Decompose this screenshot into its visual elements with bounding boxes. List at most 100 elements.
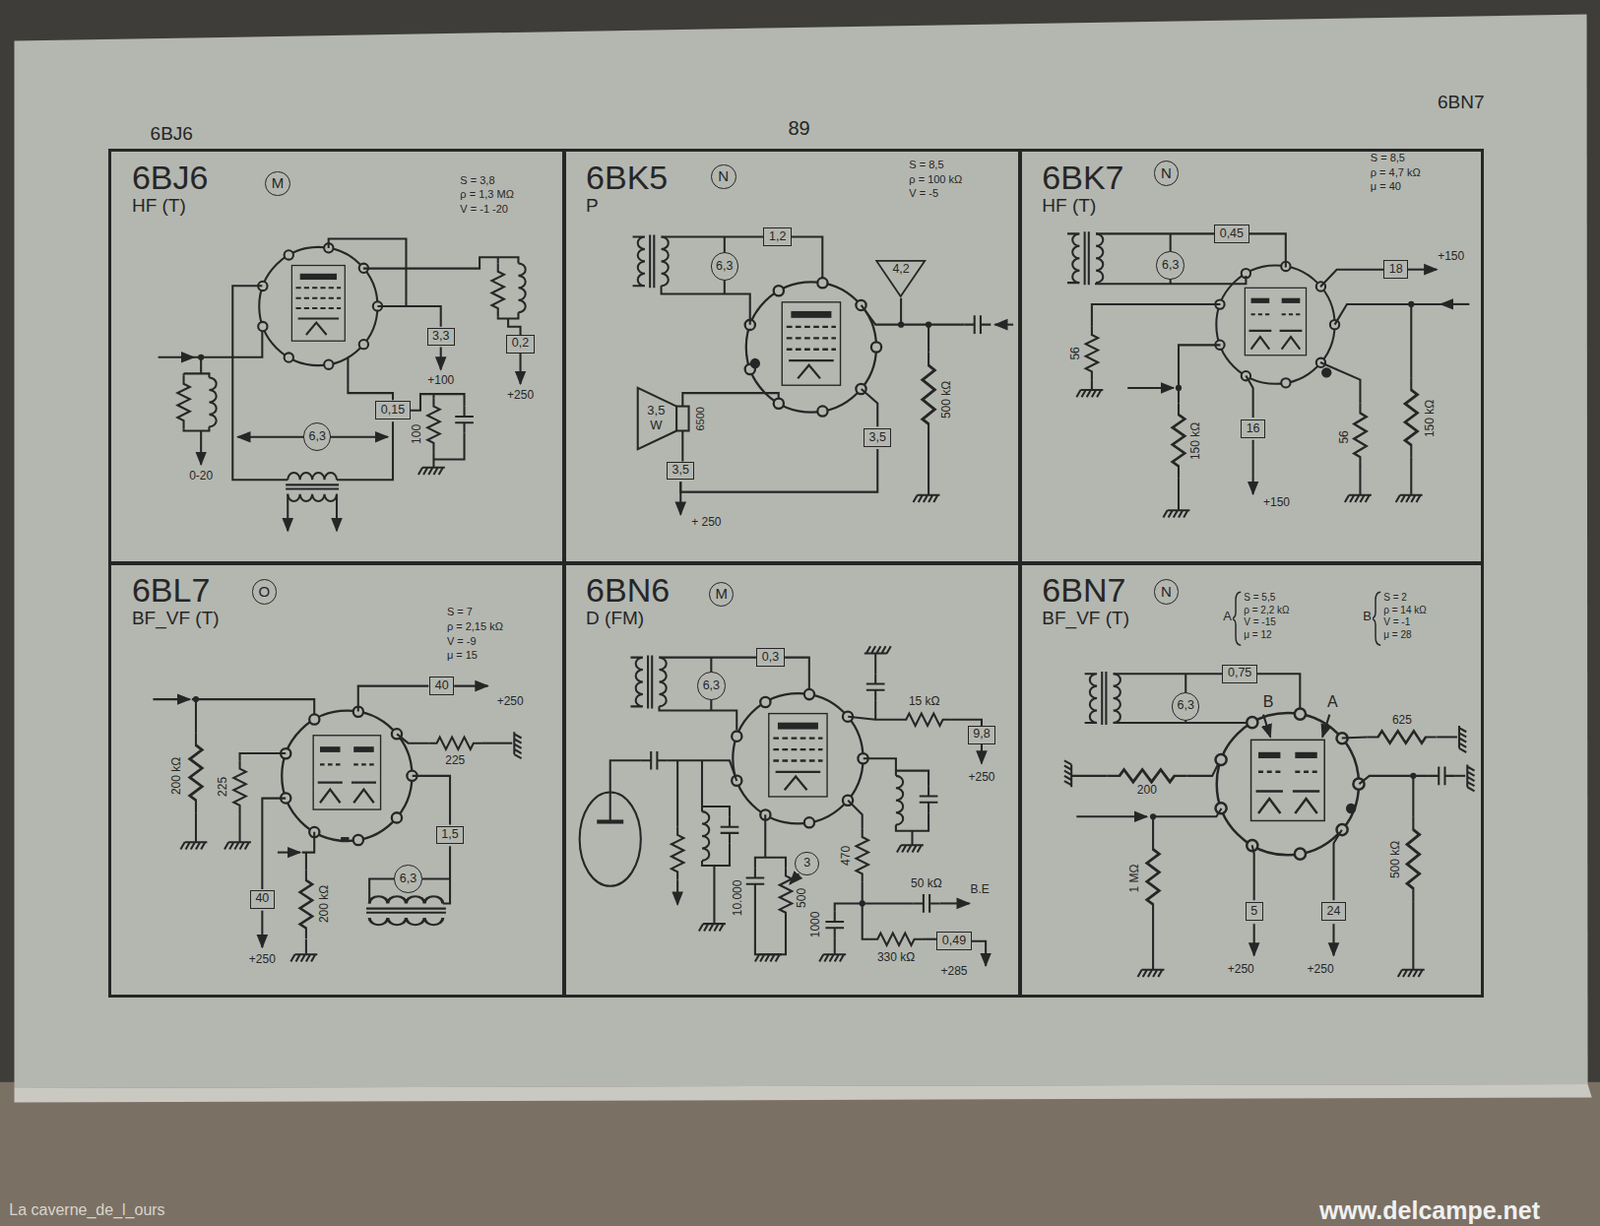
tube-6bj6-schematic [158, 239, 526, 531]
value-text: 0,2 [512, 336, 529, 351]
tube-6bl7-schematic [358, 686, 430, 712]
supply-voltage: + 250 [690, 515, 722, 530]
tube-6bn6-schematic [702, 811, 709, 861]
value-text: 3,5 [869, 431, 887, 446]
tube-6bk7-schematic [1320, 269, 1386, 288]
tube-6bj6-schematic [363, 256, 519, 268]
tube-6bn6-schematic [640, 751, 668, 770]
tube-6bn7-schematic [1152, 808, 1221, 817]
junction-dots [859, 899, 866, 906]
tube-6bk7-schematic [1396, 495, 1423, 503]
resistor-value: 200 kΩ [318, 884, 332, 924]
tube-6bn7-schematic [1322, 714, 1330, 738]
tube-6bl7-schematic [224, 841, 252, 849]
tube-type: 6BN7 [1041, 573, 1126, 609]
junction-dots [192, 301, 1417, 907]
tube-function: P [585, 195, 599, 216]
tube-6bn6-schematic [579, 645, 986, 965]
tube-panel: 6BK7HF (T)N0,456,31816 [1020, 150, 1481, 564]
resistor-value: 200 [1136, 783, 1158, 798]
tube-6bk5-schematic [899, 298, 902, 325]
value-text: 6,3 [703, 679, 720, 694]
tube-6bn7-schematic [1106, 769, 1187, 782]
tube-6bn6-schematic [702, 842, 730, 924]
tube-parameter: ρ = 14 kΩ [1382, 604, 1427, 617]
current-box: 0,2 [506, 334, 534, 354]
value-text: 40 [435, 679, 449, 694]
tube-6bk5-schematic [927, 437, 930, 496]
base-letter: M [714, 585, 728, 603]
value-text: 0,45 [1219, 227, 1244, 242]
value-text: 16 [1246, 422, 1261, 437]
tube-6bl7-schematic [190, 732, 202, 813]
tube-6bk5-schematic [638, 387, 677, 449]
tube-6bl7-schematic [302, 832, 315, 853]
value-text: 0,15 [381, 403, 405, 418]
current-box: 3,5 [666, 461, 695, 481]
tube-6bn6-schematic [658, 657, 809, 690]
junction-dots [1150, 813, 1156, 820]
tube-6bj6-schematic [433, 433, 464, 460]
tube-6bk7-schematic [1344, 495, 1372, 503]
base-type-badge: N [1153, 160, 1180, 187]
tube-6bl7-schematic [192, 699, 315, 715]
resistor-value: 330 kΩ [876, 951, 916, 965]
tube-6bn6-schematic [676, 880, 679, 905]
tube-function: BF_VF (T) [131, 608, 220, 629]
supply-voltage: +250 [496, 695, 525, 709]
resistor-value: 15 kΩ [907, 695, 942, 709]
tube-6bk5-schematic [633, 234, 1015, 514]
tube-6bk7-schematic [1178, 344, 1220, 403]
tube-6bk5-schematic [861, 388, 879, 427]
resistor-value: 1 MΩ [1128, 862, 1143, 894]
tube-6bk7-schematic [1076, 389, 1103, 397]
tube-6bl7-schematic [152, 698, 190, 701]
speaker-impedance: 6500 [694, 405, 707, 432]
resistor-value: 200 kΩ [171, 756, 186, 796]
tube-6bn7-schematic [1252, 844, 1255, 900]
base-type-badge: M [708, 581, 735, 608]
tube-6bj6-schematic [184, 357, 210, 379]
tube-6bn7-schematic [1085, 671, 1121, 725]
tube-6bk5-schematic [682, 392, 778, 406]
tube-6bl7-schematic [300, 869, 313, 939]
tube-6bn7-schematic [1113, 721, 1248, 724]
tube-6bk7-schematic [1172, 402, 1185, 477]
tube-6bk5-schematic [681, 430, 684, 461]
tube-6bn7-schematic [1064, 591, 1475, 977]
resistor-value: 56 [1069, 345, 1084, 361]
tube-type: 6BJ6 [131, 160, 209, 196]
tube-6bk5-schematic [633, 234, 669, 288]
voltage-triangle: 4,2 [875, 259, 926, 298]
tube-6bn7-schematic [1407, 816, 1419, 901]
supply-voltage: +250 [966, 770, 996, 785]
resistor-value: 56 [1338, 429, 1352, 445]
resistor-value: 500 kΩ [1389, 839, 1404, 880]
tube-parameter: V = -9 [446, 635, 478, 648]
tube-6bn6-schematic [869, 932, 923, 945]
tube-6bn6-schematic [897, 713, 952, 726]
value-text: 5 [1250, 904, 1258, 919]
tube-6bj6-schematic [427, 397, 440, 451]
bias-voltage: 0-20 [188, 469, 214, 484]
tube-6bn7-schematic [1138, 969, 1165, 977]
tube-6bn6-schematic [864, 645, 892, 653]
tube-parameter: V = -1 [1382, 616, 1411, 629]
value-text: 6,3 [715, 259, 733, 274]
tube-6bn6-schematic [610, 760, 641, 822]
tube-6bn6-schematic [919, 785, 939, 813]
value-text: 3,5 [672, 463, 690, 478]
tube-6bl7-schematic [277, 851, 301, 854]
tube-6bn7-schematic [1436, 735, 1458, 738]
current-box: 16 [1240, 419, 1266, 439]
current-box: 40 [429, 676, 454, 696]
tube-6bj6-schematic [285, 472, 339, 502]
tube-parameter: μ = 28 [1382, 629, 1412, 641]
tube-6bk7-schematic [1067, 231, 1470, 517]
tube-6bn6-schematic [755, 954, 782, 961]
tube-6bk5-schematic [661, 285, 751, 324]
tube-6bj6-schematic [193, 331, 262, 358]
tube-parameter: S = 3,8 [458, 174, 496, 188]
